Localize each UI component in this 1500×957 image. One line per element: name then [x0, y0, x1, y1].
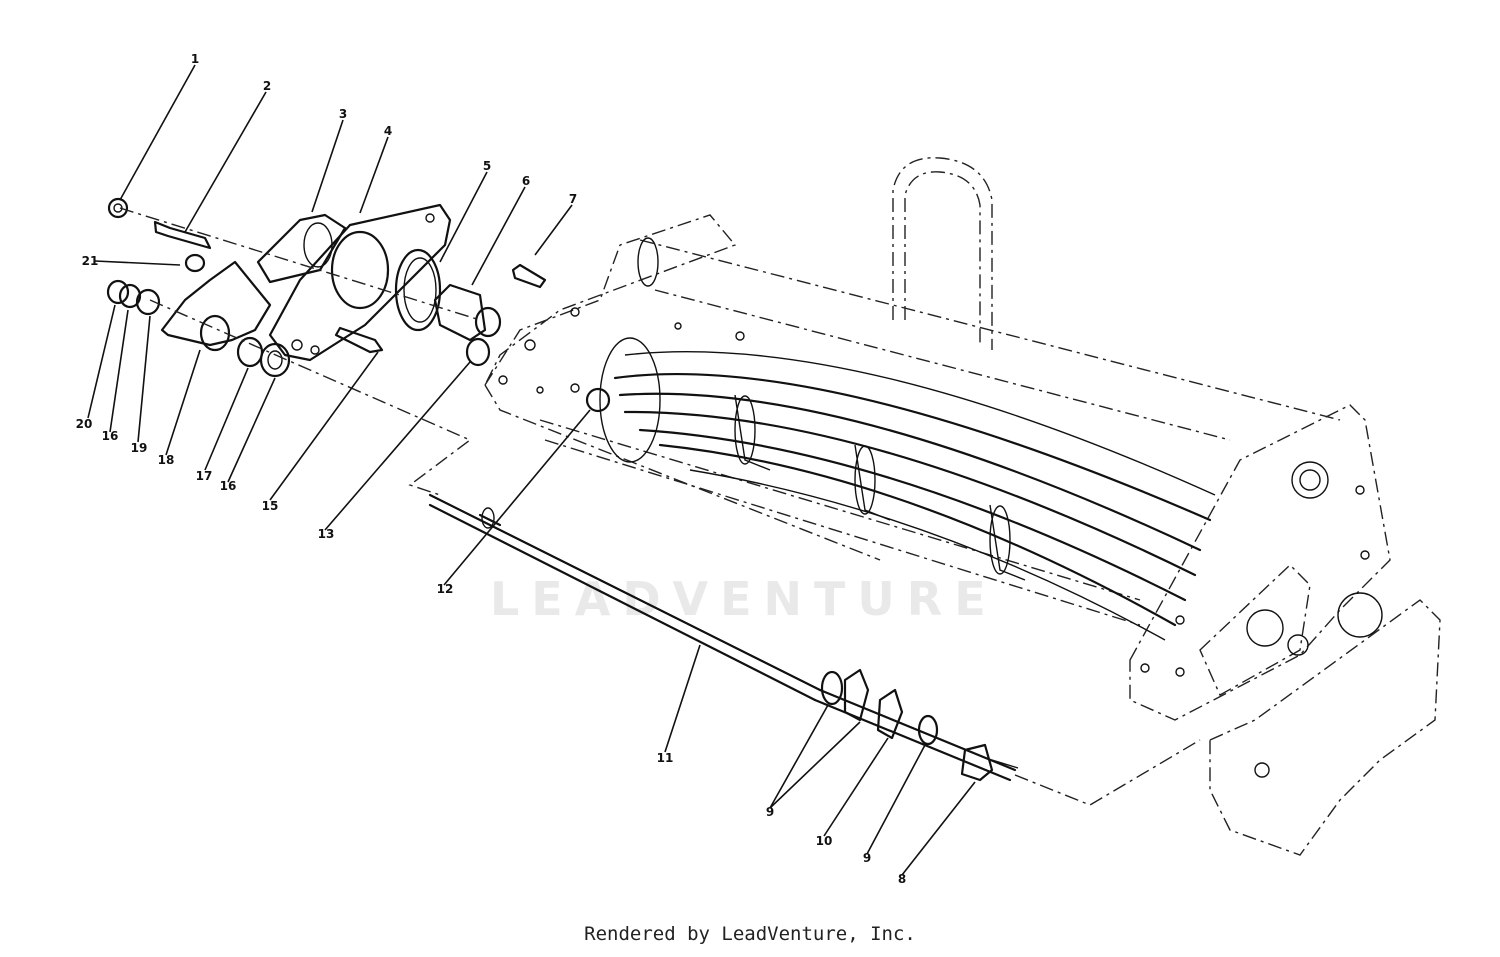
reel-frame	[484, 157, 1441, 856]
reel-shaft	[428, 493, 1019, 782]
callout-15: 15	[262, 499, 279, 513]
callout-18: 18	[158, 453, 175, 467]
callout-11: 11	[657, 751, 674, 765]
callout-5: 5	[483, 159, 491, 173]
callout-13: 13	[318, 527, 335, 541]
callout-4: 4	[384, 124, 392, 138]
callout-6: 6	[522, 174, 530, 188]
callout-19: 19	[131, 441, 148, 455]
callout-12: 12	[437, 582, 454, 596]
bearing-assembly-parts	[106, 197, 611, 413]
callout-2: 2	[263, 79, 271, 93]
callout-8: 8	[898, 872, 906, 886]
callout-9-right: 9	[863, 851, 871, 865]
callout-16-right: 16	[220, 479, 237, 493]
callout-leaders	[87, 64, 976, 876]
callout-21: 21	[82, 254, 99, 268]
callout-10: 10	[816, 834, 833, 848]
watermark: LEADVENTURE	[490, 572, 998, 626]
callout-3: 3	[339, 107, 347, 121]
callout-16-left: 16	[102, 429, 119, 443]
callout-1: 1	[191, 52, 199, 66]
callout-17: 17	[196, 469, 213, 483]
callout-20: 20	[76, 417, 93, 431]
callout-numbers: 1 2 3 4 5 6 7 21 20 16 19 18 17 16 15 13…	[76, 52, 907, 886]
footer-credit: Rendered by LeadVenture, Inc.	[584, 923, 916, 945]
reel-blades	[599, 337, 1216, 641]
callout-7: 7	[569, 192, 577, 206]
callout-9-left: 9	[766, 805, 774, 819]
alignment-lines	[119, 207, 1201, 806]
